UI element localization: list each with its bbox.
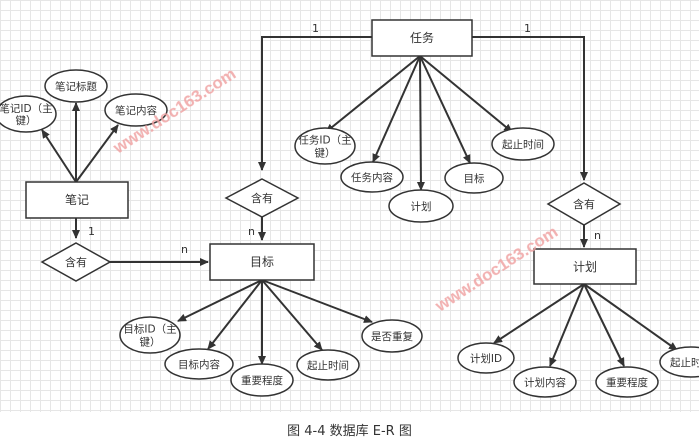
edge-goal-attr-id — [177, 279, 263, 322]
attr-goal-content-ellipse[interactable] — [164, 348, 234, 380]
attr-goal-time: 起止时间 — [307, 359, 349, 372]
entity-goal-label: 目标 — [250, 255, 274, 269]
attr-plan-importance: 重要程度 — [606, 376, 648, 389]
entity-task-label: 任务 — [410, 30, 434, 45]
attr-goal-importance: 重要程度 — [241, 374, 283, 387]
attr-note-id-ellipse[interactable] — [0, 95, 57, 133]
attr-task-plan-ellipse[interactable] — [388, 189, 454, 223]
edge-plan-attr-id — [493, 283, 585, 344]
attr-note-content: 笔记内容 — [115, 104, 157, 117]
attr-goal-content: 目标内容 — [178, 358, 220, 371]
attr-goal-id: 目标ID（主键） — [123, 324, 176, 349]
edge-plan-attr-importance — [583, 283, 625, 367]
attr-plan-content: 计划内容 — [524, 376, 566, 389]
relationship-note-goal-diamond[interactable] — [40, 242, 112, 282]
attr-task-id: 任务ID（主键） — [298, 134, 351, 160]
attr-task-goal: 目标 — [464, 173, 485, 185]
diagram-canvas: 1 1 1 n n n 任务 笔记 目标 计划 含有 含有 含有 — [0, 0, 699, 412]
attr-task-time: 起止时间 — [502, 138, 544, 151]
attr-goal-repeat: 是否重复 — [371, 330, 413, 343]
relationship-task-plan-diamond[interactable] — [546, 182, 622, 226]
attr-task-content-ellipse[interactable] — [340, 161, 404, 193]
relationship-note-goal-label: 含有 — [65, 255, 87, 269]
attr-goal-time-ellipse[interactable] — [296, 349, 360, 381]
edge-task-attr-goal — [419, 55, 471, 164]
relationship-task-plan-label: 含有 — [573, 197, 595, 211]
edge-goal-attr-content — [207, 279, 263, 350]
attr-task-plan: 计划 — [411, 200, 432, 213]
attr-goal-repeat-ellipse[interactable] — [361, 319, 423, 353]
edge-plan-attr-time — [583, 283, 678, 351]
attr-note-title-ellipse[interactable] — [44, 69, 108, 103]
cardinality-note-goal-one: 1 — [88, 225, 95, 238]
attr-note-content-ellipse[interactable] — [104, 93, 168, 127]
edge-task-attr-time — [419, 55, 513, 133]
edge-goal-attr-time — [261, 279, 323, 351]
edge-task-to-rel-plan — [472, 36, 588, 181]
entity-plan-box[interactable] — [533, 248, 637, 285]
connectors — [41, 36, 678, 367]
attr-task-content: 任务内容 — [351, 171, 393, 184]
attr-task-id-ellipse[interactable] — [294, 127, 356, 165]
attr-task-time-ellipse[interactable] — [491, 127, 555, 161]
relationship-task-goal-diamond[interactable] — [224, 178, 300, 218]
cardinality-task-goal-many: n — [248, 225, 255, 238]
attr-plan-content-ellipse[interactable] — [513, 366, 577, 398]
attr-plan-time-ellipse[interactable] — [659, 346, 699, 378]
attr-task-goal-ellipse[interactable] — [444, 162, 504, 194]
edge-task-to-rel-goal — [258, 36, 372, 171]
cardinality-task-plan-one: 1 — [524, 22, 531, 35]
edge-task-attr-plan — [416, 55, 425, 191]
relationship-task-goal-label: 含有 — [251, 191, 273, 205]
edge-note-attr-id — [41, 129, 77, 183]
attr-note-title: 笔记标题 — [55, 80, 97, 93]
er-diagram: 1 1 1 n n n 任务 笔记 目标 计划 含有 含有 含有 — [0, 19, 699, 398]
attr-goal-id-ellipse[interactable] — [119, 316, 181, 354]
attr-plan-time: 起止时间 — [670, 356, 699, 369]
edge-goal-attr-repeat — [261, 279, 373, 323]
attr-plan-id-ellipse[interactable] — [457, 342, 515, 374]
entity-note-box[interactable] — [25, 181, 129, 219]
cardinality-task-plan-many: n — [594, 229, 601, 242]
attr-note-id: 笔记ID（主键） — [0, 102, 53, 127]
entity-task-box[interactable] — [371, 19, 473, 57]
attr-goal-importance-ellipse[interactable] — [230, 363, 294, 397]
edge-task-attr-id — [325, 55, 421, 133]
edge-plan-attr-content — [549, 283, 585, 367]
cardinality-note-goal-many: n — [181, 243, 188, 256]
edge-task-attr-content — [372, 55, 421, 163]
cardinality-task-goal-one: 1 — [312, 22, 319, 35]
attr-plan-id: 计划ID — [470, 352, 502, 365]
figure-caption: 图 4-4 数据库 E-R 图 — [287, 424, 412, 439]
entity-note-label: 笔记 — [65, 192, 89, 207]
entity-plan-label: 计划 — [573, 260, 597, 274]
edge-note-attr-content — [75, 124, 119, 183]
attr-plan-importance-ellipse[interactable] — [595, 366, 659, 398]
entity-goal-box[interactable] — [209, 243, 315, 281]
